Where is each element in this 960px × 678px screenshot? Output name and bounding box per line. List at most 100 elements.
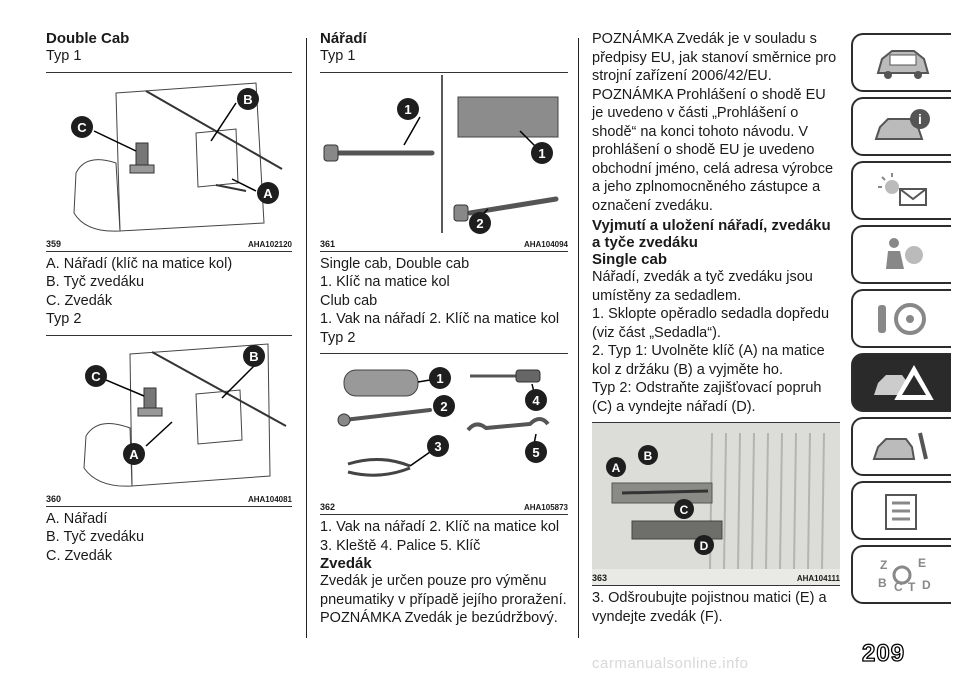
figure-number: 361	[320, 238, 336, 249]
car-wrench-icon	[872, 432, 928, 460]
legend-line: B. Tyč zvedáku	[46, 529, 145, 545]
column-divider	[306, 38, 307, 638]
section-heading: Double Cab	[46, 30, 130, 47]
step: 1. Sklopte opěradlo sedadla dopředu (viz…	[592, 306, 830, 341]
column-removal: POZNÁMKA Zvedák je v souladu s předpisy …	[592, 30, 840, 626]
section-heading: Nářadí	[320, 30, 367, 47]
paragraph: Zvedák je určen pouze pro výměnu pneumat…	[320, 573, 567, 608]
wrench-bag-illustration: 1 1 2	[323, 74, 559, 234]
callout-b: B	[243, 92, 252, 107]
column-tools: Nářadí Typ 1 1 1 2 361 AHA104094 Single …	[320, 30, 568, 628]
figure-code: AHA105873	[523, 503, 568, 512]
car-window-icon	[876, 49, 930, 79]
legend-line: A. Nářadí	[46, 510, 108, 527]
section-heading: Zvedák	[320, 555, 372, 572]
svg-text:E: E	[918, 556, 926, 570]
type-label: Typ 2	[46, 311, 82, 327]
column-divider	[578, 38, 579, 638]
figure-code: AHA104081	[247, 494, 292, 504]
figure-360: C B A 360 AHA104081	[46, 334, 292, 507]
type-label: Typ 1	[320, 48, 356, 64]
legend-line: C. Zvedák	[46, 547, 113, 564]
svg-text:Z: Z	[880, 558, 887, 572]
seat-jack-illustration: C B A	[71, 81, 283, 232]
note: POZNÁMKA Prohlášení o shodě EU je uveden…	[592, 86, 834, 214]
toolkit-illustration: 1 2 3 4 5	[337, 367, 550, 477]
note: POZNÁMKA Zvedák je bezúdržbový.	[320, 610, 558, 626]
text-line: 1. Vak na nářadí 2. Klíč na matice kol 3…	[320, 519, 560, 554]
watermark: carmanualsonline.info	[592, 655, 749, 672]
paragraph: Nářadí, zvedák a tyč zvedáku jsou umístě…	[592, 269, 813, 304]
callout-c: C	[77, 120, 87, 135]
figure-363: A B C D 363 AHA104111	[592, 422, 840, 586]
figure-number: 362	[320, 502, 336, 512]
text-line: Club cab	[320, 292, 378, 309]
callout-2: 2	[476, 216, 483, 231]
callout-a: A	[612, 461, 621, 475]
callout-d: D	[700, 539, 709, 553]
car-breakdown-warning-icon	[874, 364, 934, 400]
tab-car-window[interactable]	[851, 33, 951, 92]
step: Typ 2: Odstraňte zajišťovací popruh (C) …	[592, 380, 822, 415]
cab-storage-photo: A B C D	[592, 423, 840, 569]
text-line: 1. Klíč na matice kol	[320, 274, 450, 290]
text-line: Single cab, Double cab	[320, 255, 470, 272]
text-line: 1. Vak na nářadí 2. Klíč na matice kol	[320, 311, 560, 327]
svg-text:B: B	[878, 576, 887, 590]
callout-1: 1	[538, 146, 545, 161]
tab-specifications[interactable]	[851, 481, 951, 540]
legend-line: C. Zvedák	[46, 292, 113, 309]
legend-line: A. Nářadí (klíč na matice kol)	[46, 255, 233, 272]
callout-1: 1	[436, 371, 443, 386]
callout-c: C	[91, 369, 101, 384]
figure-number: 360	[46, 493, 62, 504]
callout-b: B	[249, 349, 258, 364]
figure-code: AHA104111	[796, 574, 840, 583]
figure-362: 1 2 3 4 5 362 AHA105873	[320, 353, 568, 515]
callout-b: B	[644, 449, 653, 463]
callout-c: C	[680, 503, 689, 517]
type-label: Typ 1	[46, 48, 82, 64]
tab-breakdown[interactable]	[851, 353, 951, 412]
callout-4: 4	[532, 393, 540, 408]
svg-text:C: C	[894, 580, 903, 594]
tab-key-steering[interactable]	[851, 289, 951, 348]
svg-text:D: D	[922, 578, 931, 592]
section-heading: Vyjmutí a uložení nářadí, zvedáku a tyče…	[592, 217, 831, 251]
figure-code: AHA104094	[523, 239, 568, 249]
callout-1: 1	[404, 102, 411, 117]
svg-text:T: T	[908, 580, 916, 594]
figure-number: 359	[46, 238, 62, 249]
seat-airbag-icon	[886, 237, 923, 269]
figure-361: 1 1 2 361 AHA104094	[320, 71, 568, 252]
svg-text:i: i	[918, 111, 922, 127]
car-info-icon: i	[874, 108, 930, 140]
key-steering-icon	[878, 302, 926, 335]
sub-heading: Single cab	[592, 251, 668, 268]
figure-number: 363	[592, 573, 608, 583]
callout-3: 3	[434, 439, 441, 454]
callout-5: 5	[532, 445, 539, 460]
callout-a: A	[263, 186, 273, 201]
tab-warning-lights[interactable]	[851, 161, 951, 220]
legend-line: B. Tyč zvedáku	[46, 274, 145, 290]
checklist-icon	[885, 493, 917, 530]
callout-a: A	[129, 447, 139, 462]
tab-car-info[interactable]: i	[851, 97, 951, 156]
warning-lights-mail-icon	[878, 172, 927, 206]
step: 3. Odšroubujte pojistnou matici (E) a vy…	[592, 590, 827, 625]
type-label: Typ 2	[320, 329, 356, 346]
figure-code: AHA102120	[247, 239, 292, 249]
tab-seat-airbag[interactable]	[851, 225, 951, 284]
tab-car-service[interactable]	[851, 417, 951, 476]
page-number: 209	[861, 639, 906, 667]
figure-359: C B A 359 AHA102120	[46, 71, 292, 252]
column-double-cab: Double Cab Typ 1 C B A 359 AHA102120 A. …	[46, 30, 292, 565]
seat-jack-illustration: C B A	[83, 342, 287, 487]
step: 2. Typ 1: Uvolněte klíč (A) na matice ko…	[592, 343, 825, 378]
note: POZNÁMKA Zvedák je v souladu s předpisy …	[592, 31, 837, 84]
callout-2: 2	[440, 399, 447, 414]
